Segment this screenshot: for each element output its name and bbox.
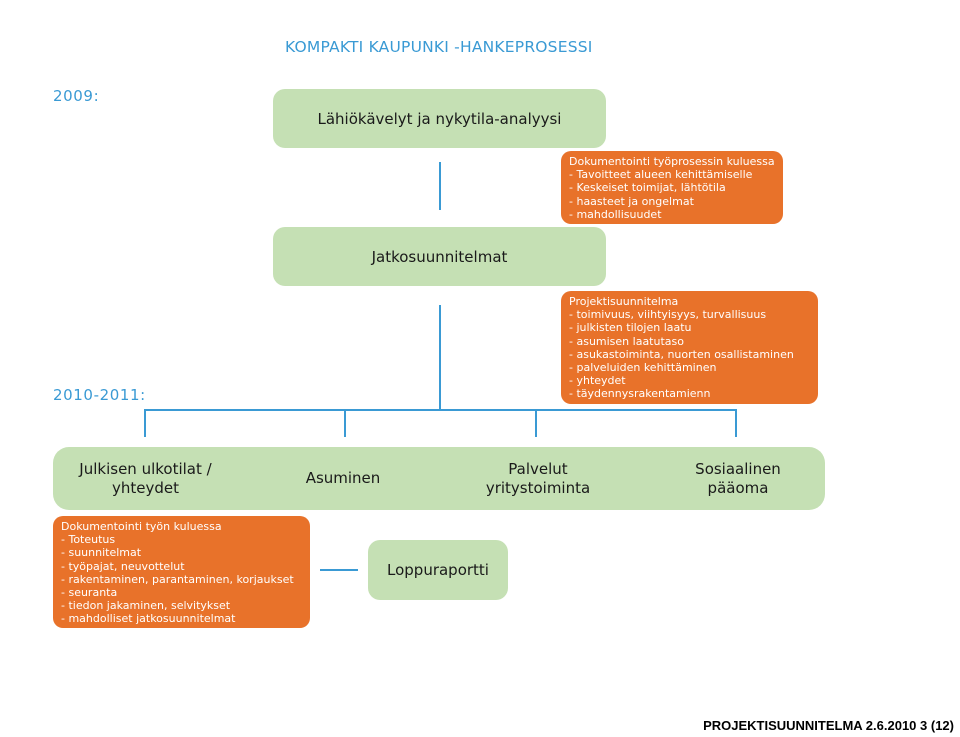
project-plan-note: Projektisuunnitelma - toimivuus, viihtyi… xyxy=(561,291,818,404)
process-box-follow-up-plans-label: Jatkosuunnitelmat xyxy=(371,247,508,266)
theme-social-capital: Sosiaalinen pääoma xyxy=(695,459,781,497)
note-line: - tiedon jakaminen, selvitykset xyxy=(61,599,231,613)
note-line: - toimivuus, viihtyisyys, turvallisuus xyxy=(569,308,767,322)
process-box-walks-analysis-label: Lähiökävelyt ja nykytila-analyysi xyxy=(317,109,562,128)
branch-drop-4 xyxy=(735,409,737,437)
note-line: - mahdollisuudet xyxy=(569,207,662,221)
process-box-follow-up-plans: Jatkosuunnitelmat xyxy=(273,227,606,286)
process-box-walks-analysis: Lähiökävelyt ja nykytila-analyysi xyxy=(273,89,606,148)
note-line: - Keskeiset toimijat, lähtötila xyxy=(569,181,726,195)
themes-band: Julkisen ulkotilat / yhteydet Asuminen P… xyxy=(53,447,825,510)
note-line: - asumisen laatutaso xyxy=(569,334,684,348)
branch-drop-1 xyxy=(144,409,146,437)
note-line: - seuranta xyxy=(61,586,118,600)
note-line: - täydennysrakentamienn xyxy=(569,387,711,401)
theme-services-business: Palvelut yritystoiminta xyxy=(485,459,591,497)
note-line: - palveluiden kehittäminen xyxy=(569,361,717,375)
note-line: - suunnitelmat xyxy=(61,546,142,560)
note-line: - työpajat, neuvottelut xyxy=(61,559,185,573)
final-report-label: Loppuraportti xyxy=(387,561,489,579)
note-line: - haasteet ja ongelmat xyxy=(569,194,694,208)
note-line: - rakentaminen, parantaminen, korjaukset xyxy=(61,572,294,586)
connector-line-final xyxy=(320,569,358,571)
branch-drop-2 xyxy=(344,409,346,437)
year-label-2009: 2009: xyxy=(53,87,100,105)
year-label-2010-2011: 2010-2011: xyxy=(53,386,146,404)
theme-housing: Asuminen xyxy=(305,469,381,487)
note-line: - Tavoitteet alueen kehittämiselle xyxy=(569,168,753,182)
branch-drop-3 xyxy=(535,409,537,437)
documentation-note-1: Dokumentointi työprosessin kuluessa - Ta… xyxy=(561,151,783,224)
diagram-title: KOMPAKTI KAUPUNKI -HANKEPROSESSI xyxy=(285,38,593,56)
final-report-box: Loppuraportti xyxy=(368,540,508,600)
connector-line-1 xyxy=(439,162,441,210)
note-line: Projektisuunnitelma xyxy=(569,295,679,308)
note-line: - Toteutus xyxy=(61,533,116,547)
connector-line-2 xyxy=(439,305,441,410)
note-line: - julkisten tilojen laatu xyxy=(569,321,692,335)
note-line: Dokumentointi työn kuluessa xyxy=(61,520,222,533)
note-line: Dokumentointi työprosessin kuluessa xyxy=(569,155,775,168)
branch-line-horizontal xyxy=(144,409,737,411)
note-line: - yhteydet xyxy=(569,374,626,388)
theme-public-outdoor-spaces: Julkisen ulkotilat / yhteydet xyxy=(79,459,212,497)
page-footer: PROJEKTISUUNNITELMA 2.6.2010 3 (12) xyxy=(703,718,954,733)
note-line: - asukastoiminta, nuorten osallistaminen xyxy=(569,347,794,361)
note-line: - mahdolliset jatkosuunnitelmat xyxy=(61,612,236,626)
documentation-note-2: Dokumentointi työn kuluessa - Toteutus -… xyxy=(53,516,310,628)
